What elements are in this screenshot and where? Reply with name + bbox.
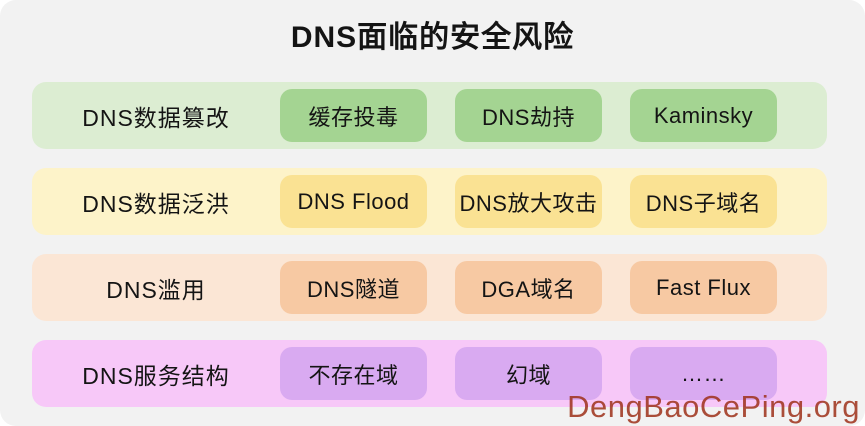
diagram-title: DNS面临的安全风险 xyxy=(290,21,575,54)
category-label: DNS数据篡改 xyxy=(82,104,230,131)
category-label: DNS滥用 xyxy=(106,276,206,303)
category-row-tampering: DNS数据篡改 缓存投毒 DNS劫持 Kaminsky xyxy=(32,82,827,149)
category-row-service-structure: DNS服务结构 不存在域 幻域 …… xyxy=(32,340,827,407)
risk-chip: DNS子域名 xyxy=(630,175,777,228)
risk-chip: DNS隧道 xyxy=(280,261,427,314)
risk-chip: DNS放大攻击 xyxy=(455,175,602,228)
risk-chip: …… xyxy=(630,347,777,400)
risk-chip: 缓存投毒 xyxy=(280,89,427,142)
risk-chip: Kaminsky xyxy=(630,89,777,142)
watermark-text: DengBaoCePing.org xyxy=(567,389,860,425)
category-label: DNS数据泛洪 xyxy=(82,190,230,217)
risk-chip: 不存在域 xyxy=(280,347,427,400)
category-row-flooding: DNS数据泛洪 DNS Flood DNS放大攻击 DNS子域名 xyxy=(32,168,827,235)
risk-chip: DNS劫持 xyxy=(455,89,602,142)
category-label: DNS服务结构 xyxy=(82,362,230,389)
risk-chip: Fast Flux xyxy=(630,261,777,314)
category-row-abuse: DNS滥用 DNS隧道 DGA域名 Fast Flux xyxy=(32,254,827,321)
risk-chip: DNS Flood xyxy=(280,175,427,228)
risk-chip: 幻域 xyxy=(455,347,602,400)
risk-chip: DGA域名 xyxy=(455,261,602,314)
